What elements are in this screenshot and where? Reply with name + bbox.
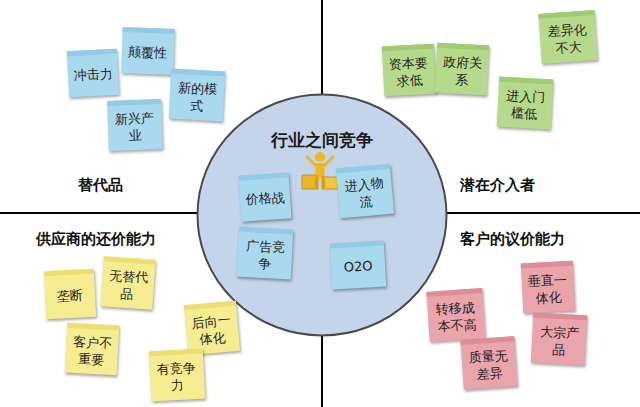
circle-heading: 行业之间竞争 [196,129,448,152]
sticky-note: 广告竞争 [237,227,294,280]
sticky-note: 垂直一体化 [521,261,576,314]
sticky-note: 进入物流 [336,164,394,219]
sticky-note: 价格战 [238,172,291,221]
figure-icon [302,152,338,189]
sticky-note: 有竞争力 [149,349,206,402]
note-text: 差异化不大 [542,22,594,58]
sticky-note: 新兴产业 [107,99,163,151]
note-text: 政府关系 [438,54,486,89]
force-label: 潜在介入者 [460,176,535,195]
note-text: O2O [343,259,373,277]
note-text: 新兴产业 [111,110,160,144]
note-text: 进入门槛低 [500,88,550,123]
sticky-note: 政府关系 [435,43,490,96]
sticky-note: O2O [330,241,386,290]
note-text: 垄断 [57,288,84,306]
note-text: 客户不重要 [68,334,116,369]
note-text: 价格战 [245,190,285,209]
sticky-note: 冲击力 [67,49,119,98]
sticky-note: 客户不重要 [65,323,120,376]
note-text: 冲击力 [73,66,113,84]
sticky-note: 垄断 [44,269,96,320]
sticky-note: 资本要求低 [382,44,437,97]
note-text: 后向一体化 [188,312,237,348]
note-text: 颠覆性 [128,45,168,63]
note-text: 大宗产品 [534,324,584,359]
sticky-note: 无替代品 [100,256,155,310]
note-text: 质量无差异 [464,348,514,384]
note-text: 垂直一体化 [524,272,572,307]
sticky-note: 进入门槛低 [497,77,554,130]
force-label: 供应商的还价能力 [36,230,156,249]
sticky-note: 颠覆性 [121,27,175,75]
force-label: 客户的议价能力 [460,230,565,249]
note-text: 转移成本不高 [430,300,482,336]
sticky-note: 转移成本不高 [426,288,485,342]
force-label: 替代品 [78,176,123,195]
note-text: 新的模式 [172,80,222,115]
note-text: 有竞争力 [152,360,202,395]
sticky-note: 后向一体化 [184,301,240,355]
sticky-note: 质量无差异 [460,336,517,390]
sticky-note: 大宗产品 [531,313,588,366]
sticky-note: 差异化不大 [538,10,597,64]
note-text: 资本要求低 [385,55,433,90]
sticky-note: 新的模式 [169,69,226,122]
note-text: 进入物流 [340,175,391,212]
note-text: 广告竞争 [240,238,290,273]
note-text: 无替代品 [104,268,152,304]
